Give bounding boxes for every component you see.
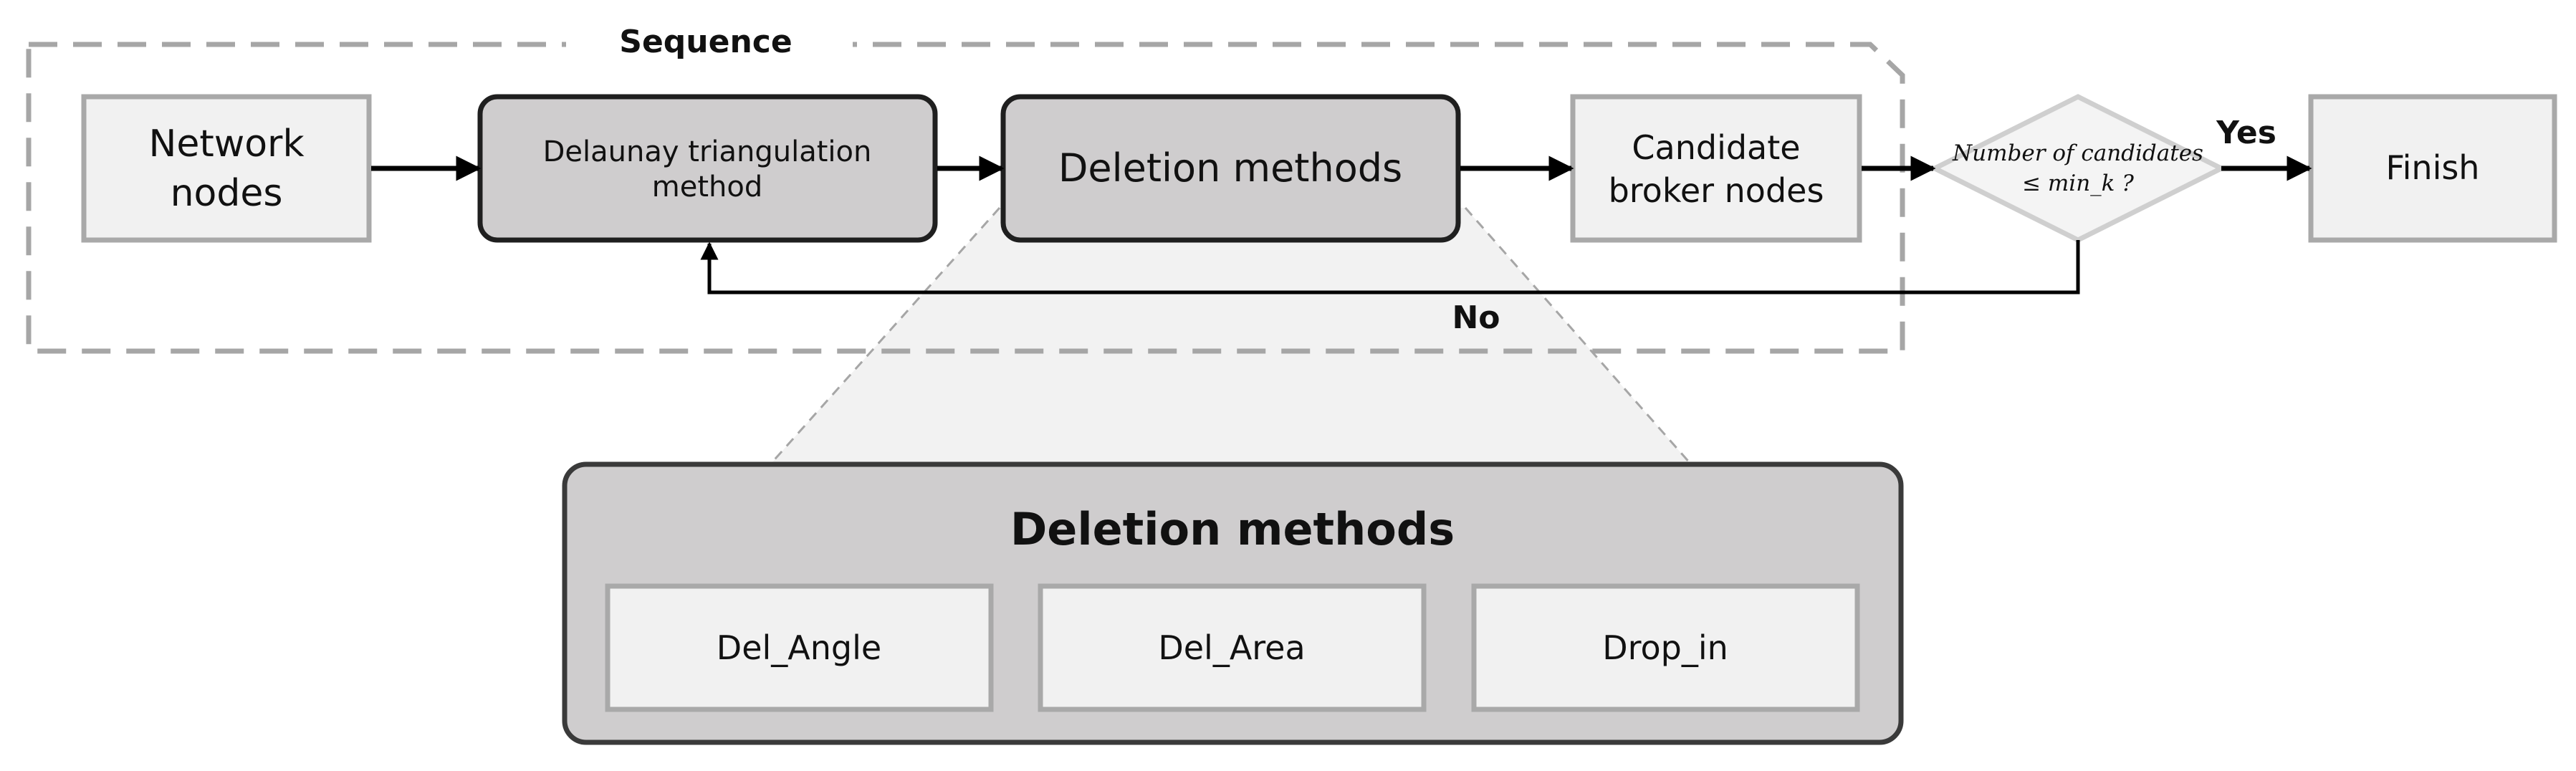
zoom-projection-right-edge [1464, 207, 1692, 465]
network-nodes-label: Network [148, 123, 304, 166]
delaunay-box[interactable] [477, 94, 938, 243]
del-angle-label: Del_Angle [717, 628, 881, 667]
finish-label: Finish [2386, 148, 2480, 187]
network-nodes-label-2: nodes [171, 172, 283, 215]
del-angle-box[interactable] [605, 583, 994, 712]
candidate-label-2: broker nodes [1609, 171, 1824, 210]
del-area-label: Del_Area [1158, 628, 1305, 667]
decision-label: Number of candidates [1952, 140, 2203, 166]
decision-label-2: ≤ min_k ? [2022, 171, 2134, 196]
decision-diamond[interactable] [1929, 94, 2227, 243]
delaunay-label-2: method [652, 171, 762, 203]
network-nodes-box[interactable] [81, 94, 372, 243]
arrow-no-loop [700, 240, 2080, 294]
candidate-label: Candidate [1632, 128, 1800, 167]
candidate-box[interactable] [1570, 94, 1862, 243]
sequence-frame [26, 42, 1905, 354]
deletion-methods-label: Deletion methods [1058, 145, 1402, 191]
zoom-projection-left-edge [769, 207, 1001, 465]
del-area-box[interactable] [1038, 583, 1427, 712]
sequence-label-bg [566, 21, 853, 64]
zoom-projection [770, 208, 1691, 464]
delaunay-label: Delaunay triangulation [543, 135, 872, 168]
drop-in-box[interactable] [1471, 583, 1860, 712]
sequence-label: Sequence [619, 24, 792, 60]
drop-in-label: Drop_in [1602, 628, 1728, 667]
no-label: No [1452, 300, 1500, 336]
yes-label: Yes [2216, 115, 2276, 151]
detail-title: Deletion methods [1010, 503, 1455, 555]
